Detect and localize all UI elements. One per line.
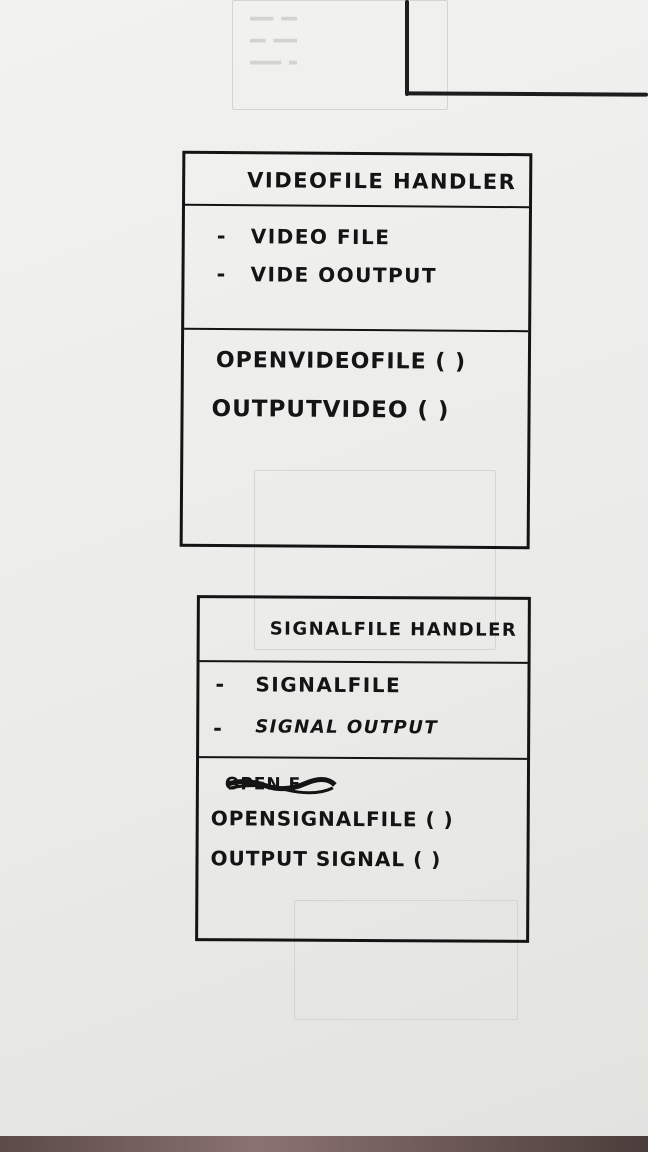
attributes-section: - SIGNALFILE - SIGNAL OUTPUT <box>199 662 528 760</box>
class-name: VideoFile Handler <box>247 168 517 195</box>
ghost-scribble: ▬▬▬ ▬▬▬▬ ▬▬▬▬▬▬▬ ▬ <box>250 11 297 70</box>
attribute-text: VIDE oOUTPUT <box>250 262 438 288</box>
method-text: OUTPUT SIGNAL ( ) <box>210 846 442 872</box>
class-box-video-file-handler: VideoFile Handler - VIDEO FILE - VIDE oO… <box>179 150 533 550</box>
methods-section: OPENVIDEOFILE ( ) OUTPUTVIDEO ( ) <box>183 330 528 546</box>
ghost-box <box>232 0 448 110</box>
method-text: OPENVIDEOFILE ( ) <box>215 348 467 375</box>
struck-out-scribble: OPEN F <box>225 772 337 799</box>
strike-through-mark <box>226 777 337 795</box>
table-edge <box>0 1136 648 1152</box>
attribute-text: SIGNALFILE <box>255 672 402 698</box>
class-name-section: VideoFile Handler <box>185 153 530 209</box>
class-name-section: SIGNALFILE HANDLER <box>199 598 528 664</box>
attribute-marker: - <box>216 224 228 249</box>
ghost-box <box>294 900 518 1020</box>
attribute-marker: - <box>216 262 227 287</box>
ghost-box <box>254 470 496 650</box>
method-text: OPENSIGNALFILE ( ) <box>210 806 454 832</box>
attribute-marker: - <box>215 672 226 697</box>
attributes-section: - VIDEO FILE - VIDE oOUTPUT <box>184 205 529 333</box>
methods-section: OPEN F OPENSIGNALFILE ( ) OUTPUT SIGNAL … <box>198 758 527 940</box>
attribute-marker: - <box>213 716 224 741</box>
attribute-text: VIDEO FILE <box>250 224 391 250</box>
method-text: OUTPUTVIDEO ( ) <box>211 395 450 424</box>
connector-line-vertical <box>405 0 409 96</box>
attribute-text: SIGNAL OUTPUT <box>255 716 439 739</box>
class-name: SIGNALFILE HANDLER <box>269 618 518 641</box>
class-box-signal-file-handler: SIGNALFILE HANDLER - SIGNALFILE - SIGNAL… <box>195 595 531 943</box>
